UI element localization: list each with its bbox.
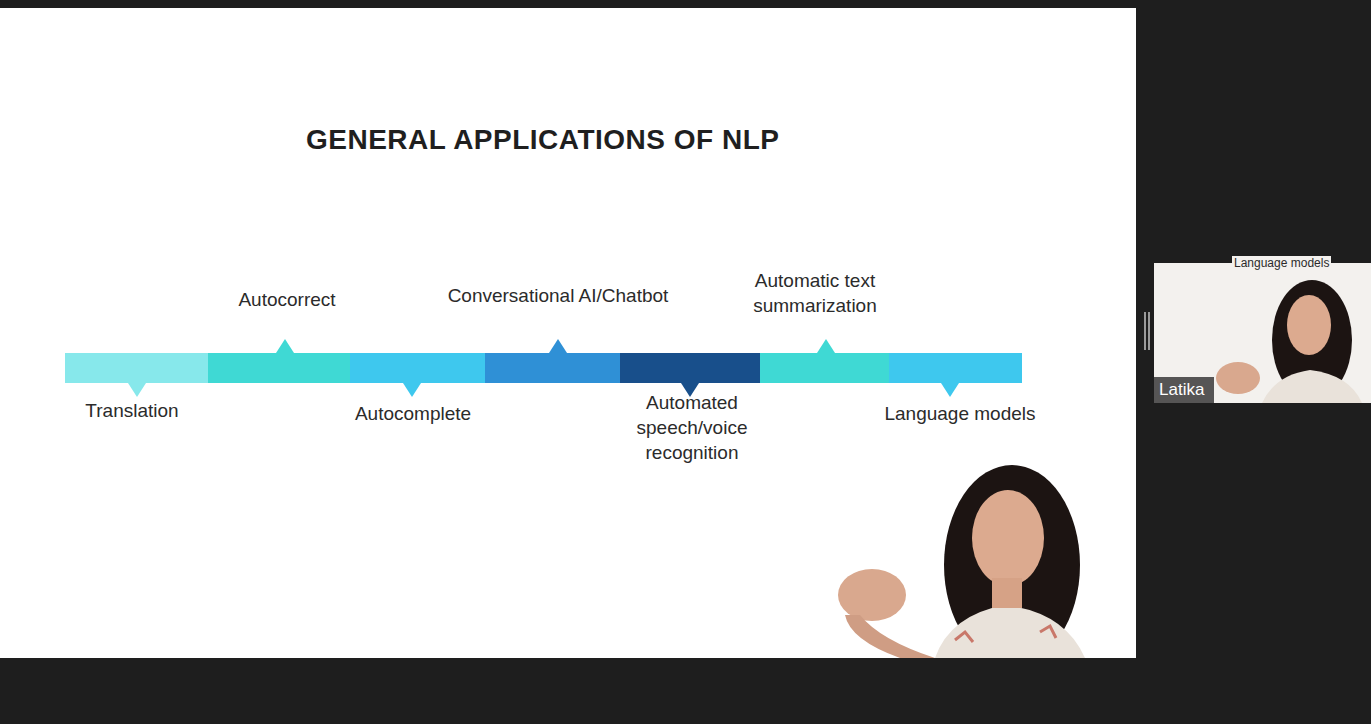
timeline-segment: Language models [889,353,1022,383]
segment-pointer [128,383,146,397]
segment-pointer [276,339,294,353]
application-label: Autocorrect [207,287,367,312]
application-label: Language models [860,401,1060,426]
segment-pointer [403,383,421,397]
segment-pointer [817,339,835,353]
participant-name: Latika [1159,380,1204,400]
segment-pointer [941,383,959,397]
timeline-segment: Autocorrect [208,353,350,383]
timeline-segment: Conversational AI/Chatbot [485,353,620,383]
application-label: Automatic text summarization [730,268,900,318]
timeline-segment: Automatic text summarization [760,353,889,383]
timeline-segment: Translation [65,353,208,383]
slide-title: GENERAL APPLICATIONS OF NLP [306,124,779,156]
timeline-segment: Autocomplete [350,353,485,383]
application-label: Conversational AI/Chatbot [408,283,708,308]
thumbnail-caption: Language models [1232,256,1331,270]
application-label: Translation [52,398,212,423]
timeline-segment: Automated speech/voice recognition [620,353,760,383]
segment-pointer [549,339,567,353]
application-label: Automated speech/voice recognition [622,390,762,465]
application-label: Autocomplete [328,401,498,426]
